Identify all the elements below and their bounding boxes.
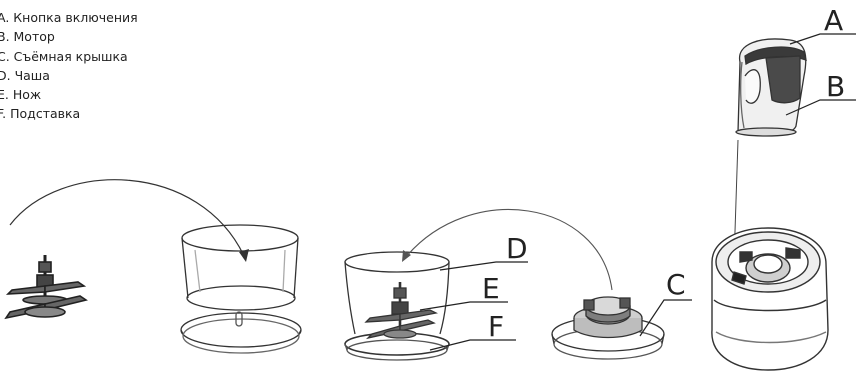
legend-label-c: C. Съёмная крышка xyxy=(0,48,128,64)
callout-letter-a: A xyxy=(824,4,843,37)
callout-letter-c: C xyxy=(666,268,686,301)
arrow-lid-to-bowl xyxy=(404,209,613,291)
parts-legend: A. Кнопка включения B. Мотор C. Съёмная … xyxy=(0,8,138,124)
legend-label-d: D. Чаша xyxy=(0,67,50,83)
lid-illustration xyxy=(551,296,665,360)
legend-item-e: E. Нож xyxy=(0,85,138,104)
legend-item-d: D. Чаша xyxy=(0,66,138,85)
loose-blade-illustration xyxy=(4,255,88,320)
callout-letter-e: E xyxy=(482,272,500,305)
bowl-illustration xyxy=(180,224,302,354)
legend-item-c: C. Съёмная крышка xyxy=(0,47,138,66)
legend-label-a: A. Кнопка включения xyxy=(0,10,138,25)
legend-item-f: F. Подставка xyxy=(0,104,138,123)
arrow-head-icon xyxy=(402,250,411,262)
bowl-with-blade-illustration xyxy=(344,251,450,361)
callout-letter-b: B xyxy=(826,70,845,103)
legend-label-b: B. Мотор xyxy=(0,29,55,45)
legend-label-f: F. Подставка xyxy=(0,106,81,122)
callout-letter-f: F xyxy=(488,310,504,343)
arrow-head-icon xyxy=(239,249,249,262)
arrow-blade-to-bowl xyxy=(9,179,246,259)
legend-label-e: E. Нож xyxy=(0,87,42,103)
legend-item-a: A. Кнопка включения xyxy=(0,8,138,27)
legend-item-b: B. Мотор xyxy=(0,27,138,46)
motor-illustration xyxy=(735,38,807,137)
callout-leaders xyxy=(419,33,856,351)
callout-letter-d: D xyxy=(506,232,528,265)
base-unit-illustration xyxy=(711,227,829,371)
